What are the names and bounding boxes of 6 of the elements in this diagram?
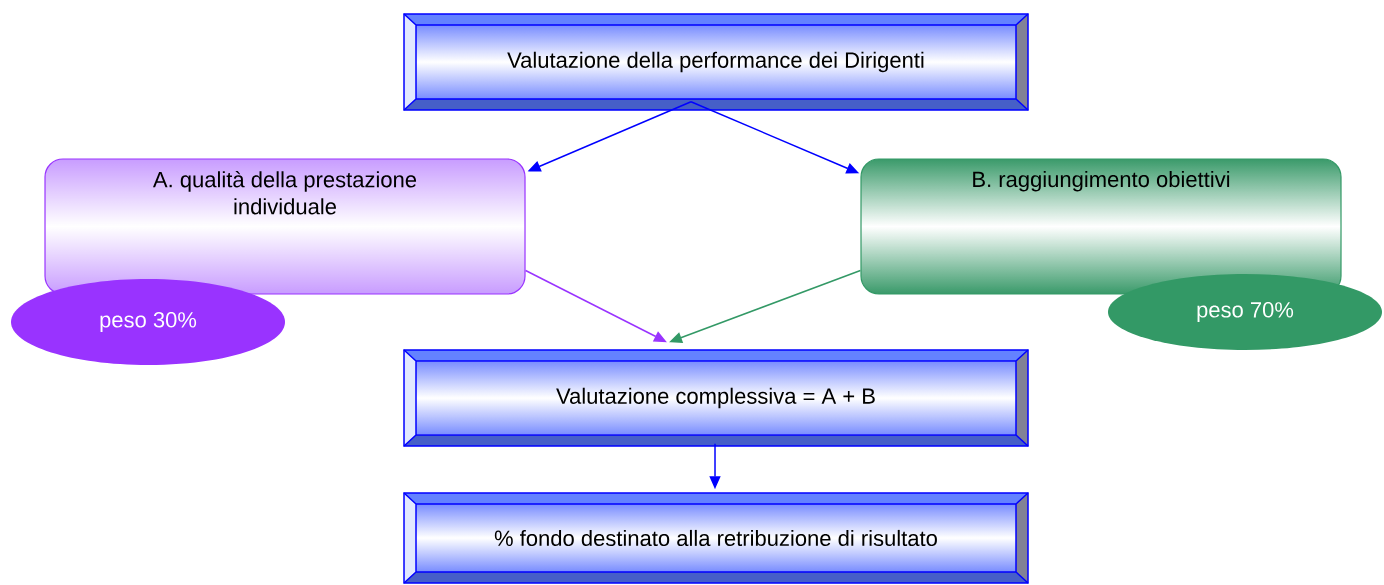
- rounded-box: B. raggiungimento obiettivi: [860, 158, 1342, 295]
- bevel-box: Valutazione complessiva = A + B: [403, 349, 1029, 447]
- arrow: [524, 269, 667, 343]
- rounded-box: A. qualità della prestazione individuale: [44, 158, 526, 295]
- bevel-box: % fondo destinato alla retribuzione di risultato: [403, 492, 1029, 584]
- bevel-box: Valutazione della performance dei Dirigenti: [403, 13, 1029, 111]
